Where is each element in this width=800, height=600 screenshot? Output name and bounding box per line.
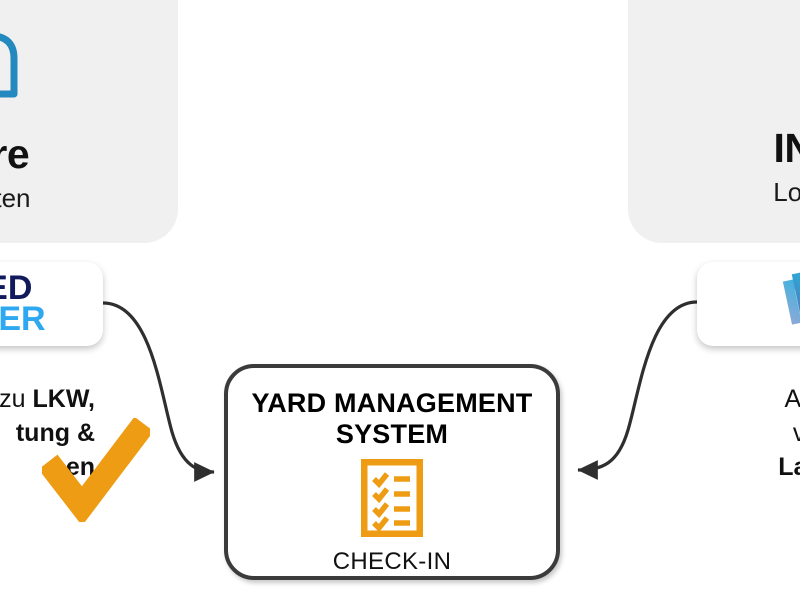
yms-caption: CHECK-IN [332,547,452,575]
left-text-line1-bold: LKW, [32,385,96,413]
partner-right-name: IND [773,125,800,171]
right-text-line-2: von St [704,416,800,450]
left-text-line-2: tung & [0,416,95,450]
partner-card-left[interactable]: ure daten [0,0,178,243]
carrier-logo-line2: RIER [0,300,46,338]
left-description-text: zu LKW, tung & en [0,382,95,484]
partner-left-name: ure [0,131,30,177]
left-text-line1-plain: zu [0,385,33,413]
right-text-line-1: Aktuelle [704,382,800,416]
right-text-line2-plain: von [792,419,800,447]
check-square-logo-badge[interactable] [697,262,800,346]
yard-management-system-box[interactable]: YARD MANAGEMENT SYSTEM CHECK-IN [224,364,560,580]
partner-left-subtitle: daten [0,183,31,213]
truck-icon [0,14,62,118]
carrier-logo: TED RIER [0,268,46,338]
partner-right-subtitle: Logist [773,177,800,207]
right-text-line-3: Ladesen [704,450,800,484]
left-text-line-1: zu LKW, [0,382,95,416]
orange-checkmark-icon [42,418,150,522]
partner-card-right[interactable]: IND Logist [628,0,800,243]
arrow-right-to-center [577,300,698,480]
yms-title: YARD MANAGEMENT SYSTEM [251,388,533,450]
clipboard-checklist-icon [360,458,424,542]
right-text-line1-plain: Aktuelle [784,385,800,413]
check-square-logo [782,265,800,325]
carrier-logo-badge[interactable]: TED RIER [0,262,103,346]
left-text-line2-bold: tung & [15,419,95,447]
factory-building-icon [733,8,800,112]
carrier-logo-line1: TED [0,268,33,307]
right-description-text: Aktuelle von St Ladesen [704,382,800,484]
right-text-line3-bold: Ladesen [778,453,800,481]
